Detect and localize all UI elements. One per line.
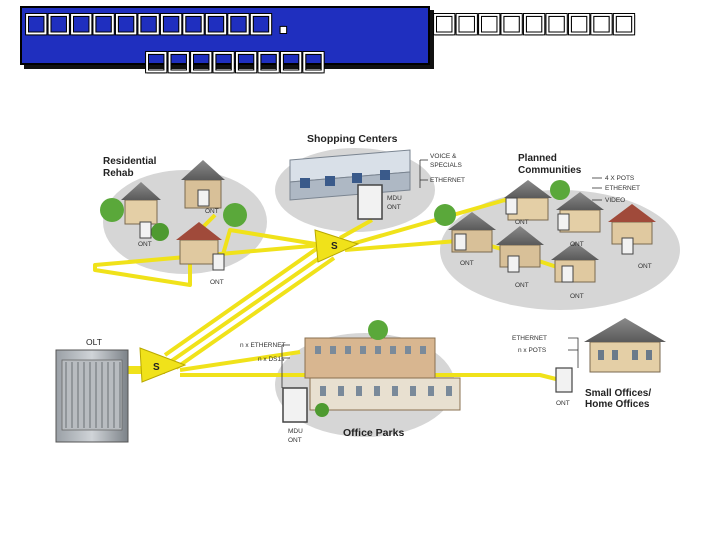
title-banner [20,6,430,65]
planned-ont-boxes [454,197,634,283]
label-ethernet-shopping: ETHERNET [430,177,465,184]
label-office-parks: Office Parks [343,427,404,439]
label-mdu-shopping: MDU [387,195,402,202]
title-line-1: □□□□□□□□□□□. [26,2,296,42]
soho-ont-box [555,367,573,393]
soho-building [584,318,666,373]
label-shopping-centers: Shopping Centers [307,133,398,145]
label-ethernet-planned: ETHERNET [605,185,640,192]
label-ont-res-1: ONT [205,208,219,215]
label-splitter-upper: S [331,241,338,252]
olt-rack [55,349,129,443]
splitter-upper [314,229,360,263]
label-home-offices: Home Offices [585,399,650,410]
title-line-1-tail: □□□□□□□□□ [434,2,637,42]
label-ont-office: ONT [288,437,302,444]
label-n-pots: n x POTS [518,347,547,354]
office-park-buildings [304,320,461,417]
label-n-ethernet: n x ETHERNET [240,342,286,349]
label-voice-specials-1: VOICE & [430,153,457,160]
leader-lines [281,159,602,388]
shopping-center-building [289,149,411,201]
label-mdu-office: MDU [288,428,303,435]
label-ethernet-soho: ETHERNET [512,335,547,342]
label-n-ds1s: n x DS1s [258,356,285,363]
slide-title: □□□□□□□□□□□. □□□□□□□□□ □□□□□□□□ [8,2,712,80]
label-video: VIDEO [605,197,625,204]
label-communities: Communities [518,165,582,176]
label-ont-soho: ONT [556,400,570,407]
residential-houses [100,160,247,265]
label-ont-pl-5: ONT [570,293,584,300]
label-ont-res-2: ONT [138,241,152,248]
title-line-2: □□□□□□□□ [146,40,326,80]
label-ont-res-3: ONT [210,279,224,286]
label-ont-pl-3: ONT [460,260,474,267]
label-ont-pl-4: ONT [515,282,529,289]
label-splitter-lower: S [153,362,160,373]
label-rehab: Rehab [103,168,134,179]
shopping-mdu-box [357,184,383,220]
label-residential: Residential [103,156,157,167]
splitter-lower [139,347,187,383]
label-olt: OLT [86,337,102,347]
label-ont-pl-1: ONT [515,219,529,226]
label-small-offices: Small Offices/ [585,388,651,399]
label-ont-shopping: ONT [387,204,401,211]
label-ont-pl-6: ONT [638,263,652,270]
label-pots: 4 X POTS [605,175,635,182]
residential-ont-boxes [139,189,225,271]
office-mdu-box [282,387,308,423]
label-planned: Planned [518,153,557,164]
label-ont-pl-2: ONT [570,241,584,248]
label-voice-specials-2: SPECIALS [430,162,462,169]
